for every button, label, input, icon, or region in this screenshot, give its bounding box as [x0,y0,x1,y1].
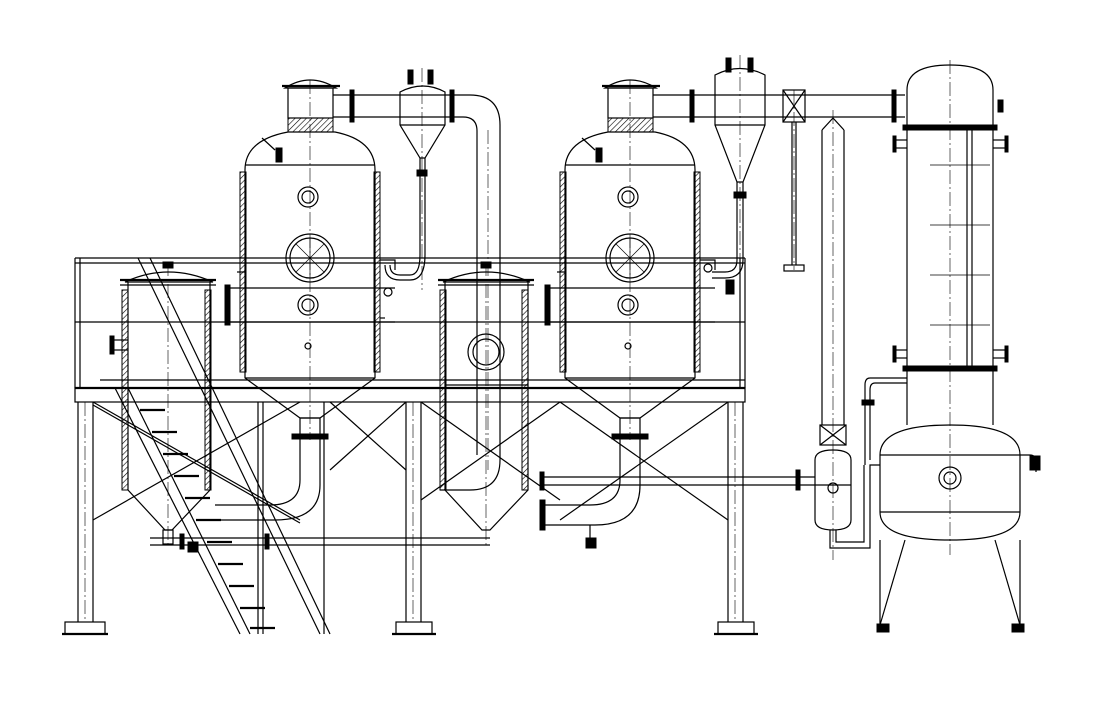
frame-leg [392,402,436,636]
drain-pipe [150,436,490,553]
separator-1 [109,261,216,545]
vapor-pipe [333,89,501,491]
frame-leg [714,402,758,636]
cyclone-separator-2 [712,55,766,300]
receiver-tank [814,110,880,560]
evaporator-1 [224,79,396,440]
vapor-pipe [539,89,905,491]
hotwell [876,424,1041,633]
evaporator-2 [544,79,716,440]
separator-2 [438,261,534,545]
frame-leg [62,402,108,636]
drain-pipe [539,436,641,549]
cyclone-separator-1 [384,68,446,290]
condenser-column [861,60,1009,555]
support-frame [62,257,758,636]
